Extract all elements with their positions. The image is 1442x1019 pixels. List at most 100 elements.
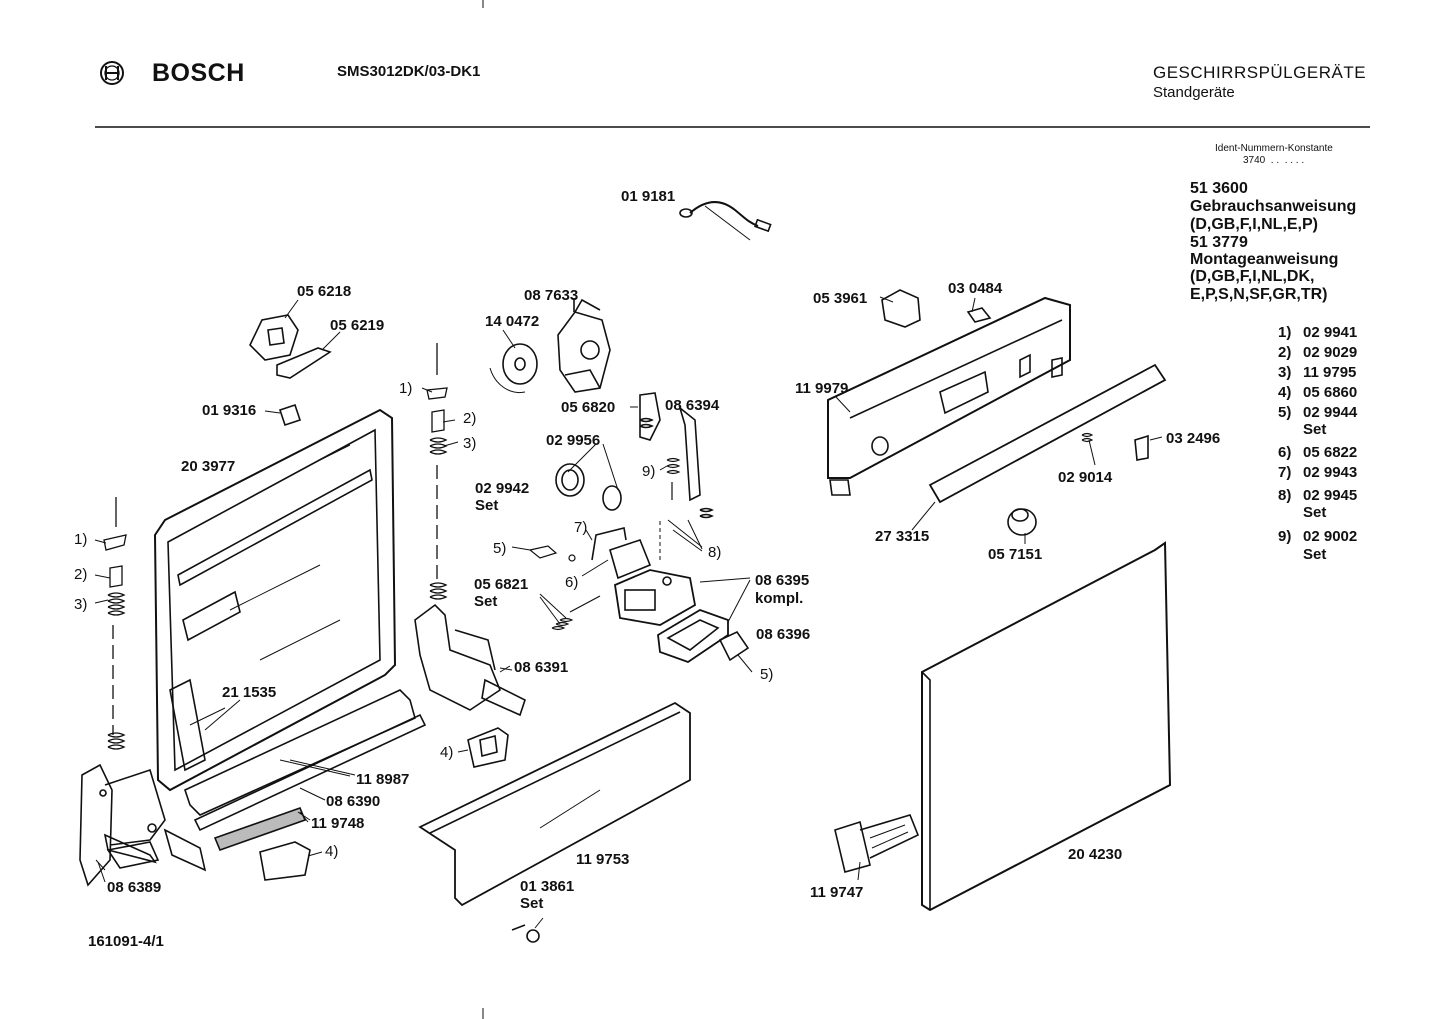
ref-1: 1)	[399, 380, 413, 397]
kit-part: 05 6860	[1303, 384, 1358, 401]
kit-ref: 9)	[1278, 528, 1292, 545]
callout-086396: 08 6396	[756, 626, 811, 643]
part-screw-013861	[511, 924, 540, 943]
callout-053961: 05 3961	[813, 290, 868, 307]
part-timer-087633	[557, 298, 611, 393]
ident-value: 3740 . . . . . .	[1243, 155, 1305, 166]
callout-119753: 11 9753	[576, 851, 630, 868]
ref-6: 6)	[565, 574, 579, 591]
callout-030484: 03 0484	[948, 280, 1003, 297]
callout-086390: 08 6390	[326, 793, 381, 810]
callout-029956: 02 9956	[546, 432, 601, 449]
callout-057151: 05 7151	[988, 546, 1043, 563]
callout-056820: 05 6820	[561, 399, 616, 416]
callout-set: Set	[475, 497, 499, 514]
callout-set: Set	[520, 895, 544, 912]
ref-4: 4)	[440, 744, 454, 761]
callout-019181: 01 9181	[621, 188, 676, 205]
doc-languages: (D,GB,F,I,NL,DK,	[1190, 268, 1315, 285]
part-foot-086390	[106, 828, 207, 872]
part-foot-4b	[259, 841, 311, 881]
callout-273315: 27 3315	[875, 528, 930, 545]
kit-part: 05 6822	[1303, 444, 1358, 461]
callout-140472: 14 0472	[485, 313, 540, 330]
doc-number: 51 3600	[1190, 180, 1248, 197]
kit-part: 02 9943	[1303, 464, 1358, 481]
part-plate-6	[609, 539, 652, 580]
callout-029942: 02 9942	[475, 480, 530, 497]
part-clip-053961	[881, 289, 921, 328]
part-outer-door-204230	[921, 541, 1172, 912]
ident-label: Ident-Nummern-Konstante	[1215, 143, 1333, 154]
doc-languages: E,P,S,N,SF,GR,TR)	[1190, 286, 1328, 303]
part-knob-140472	[489, 329, 538, 394]
part-spring-029014	[1081, 432, 1094, 443]
part-knob-057151	[1007, 508, 1037, 536]
ref-3: 3)	[463, 435, 477, 452]
kit-part: 02 9945	[1303, 487, 1358, 504]
ref-2: 2)	[463, 410, 477, 427]
callout-119748: 11 9748	[311, 815, 365, 832]
drawing-number: 161091-4/1	[88, 933, 164, 950]
callout-118987: 11 8987	[356, 771, 410, 788]
part-bracket-119747	[834, 814, 920, 873]
part-spring-9	[666, 457, 681, 500]
part-strip-273315	[928, 363, 1167, 504]
ref-3: 3)	[74, 596, 88, 613]
kit-part: 02 9002	[1303, 528, 1358, 545]
ref-5: 5)	[760, 666, 774, 683]
kit-part: 02 9941	[1303, 324, 1358, 341]
part-bracket-086391	[414, 603, 526, 717]
kit-ref: 6)	[1278, 444, 1292, 461]
part-rail-118987	[184, 689, 427, 832]
kit-ref: 5)	[1278, 404, 1292, 421]
callout-086389: 08 6389	[107, 879, 162, 896]
callout-119747: 11 9747	[810, 884, 864, 901]
ref-4: 4)	[325, 843, 339, 860]
ref-1: 1)	[74, 531, 88, 548]
doc-languages: (D,GB,F,I,NL,E,P)	[1190, 216, 1318, 233]
part-clip-019316	[264, 403, 302, 427]
doc-title: Montageanweisung	[1190, 251, 1339, 268]
part-strip-119748	[213, 806, 309, 852]
part-bracket-056820	[639, 392, 714, 519]
model-number: SMS3012DK/03-DK1	[337, 63, 481, 80]
category-title: GESCHIRRSPÜLGERÄTE	[1153, 63, 1367, 82]
part-spring-left	[103, 497, 127, 750]
kit-part: 02 9029	[1303, 344, 1358, 361]
callout-086395: 08 6395	[755, 572, 810, 589]
callout-119979: 11 9979	[795, 380, 849, 397]
brand-name: BOSCH	[152, 59, 245, 87]
callout-kompl: kompl.	[755, 590, 804, 607]
callout-056219: 05 6219	[330, 317, 385, 334]
callout-019316: 01 9316	[202, 402, 257, 419]
part-cable-019181	[679, 201, 772, 241]
ref-2: 2)	[74, 566, 88, 583]
part-kickplate-119753	[418, 701, 691, 907]
kit-note: Set	[1303, 421, 1327, 438]
part-clip-030484	[966, 307, 992, 323]
kit-ref: 1)	[1278, 324, 1292, 341]
part-valve-086395	[614, 520, 697, 626]
doc-number: 51 3779	[1190, 234, 1248, 251]
callout-056821: 05 6821	[474, 576, 529, 593]
part-control-panel-119979	[827, 296, 1071, 496]
ref-8: 8)	[708, 544, 722, 561]
part-clip-7	[591, 527, 627, 561]
callout-203977: 20 3977	[181, 458, 236, 475]
kit-ref: 8)	[1278, 487, 1292, 504]
kit-part: 02 9944	[1303, 404, 1358, 421]
bosch-logo-icon	[100, 61, 124, 85]
part-foot-4a	[467, 727, 509, 768]
part-hinge-086389	[79, 763, 166, 887]
leader-lines-valve	[94, 296, 1163, 929]
part-spring-right	[426, 343, 448, 600]
kit-note: Set	[1303, 546, 1327, 563]
part-bracket-056218	[249, 299, 341, 379]
part-inner-door-203977	[153, 408, 397, 792]
kit-ref: 4)	[1278, 384, 1292, 401]
callout-087633: 08 7633	[524, 287, 579, 304]
kit-note: Set	[1303, 504, 1327, 521]
kit-ref: 2)	[1278, 344, 1292, 361]
